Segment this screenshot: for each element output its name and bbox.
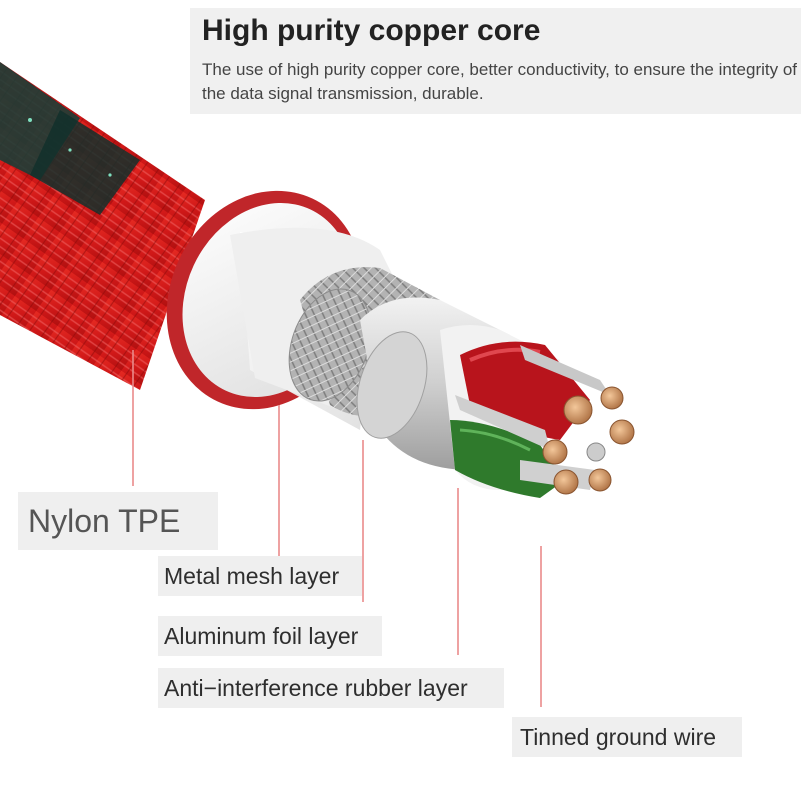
label-metal-mesh: Metal mesh layer (158, 556, 362, 596)
label-aluminum-foil: Aluminum foil layer (158, 616, 382, 656)
label-nylon-tpe: Nylon TPE (18, 492, 218, 550)
description-text: The use of high purity copper core, bett… (202, 58, 797, 106)
label-ground-wire: Tinned ground wire (512, 717, 742, 757)
label-rubber-layer: Anti−interference rubber layer (158, 668, 504, 708)
page-title: High purity copper core (202, 14, 540, 48)
